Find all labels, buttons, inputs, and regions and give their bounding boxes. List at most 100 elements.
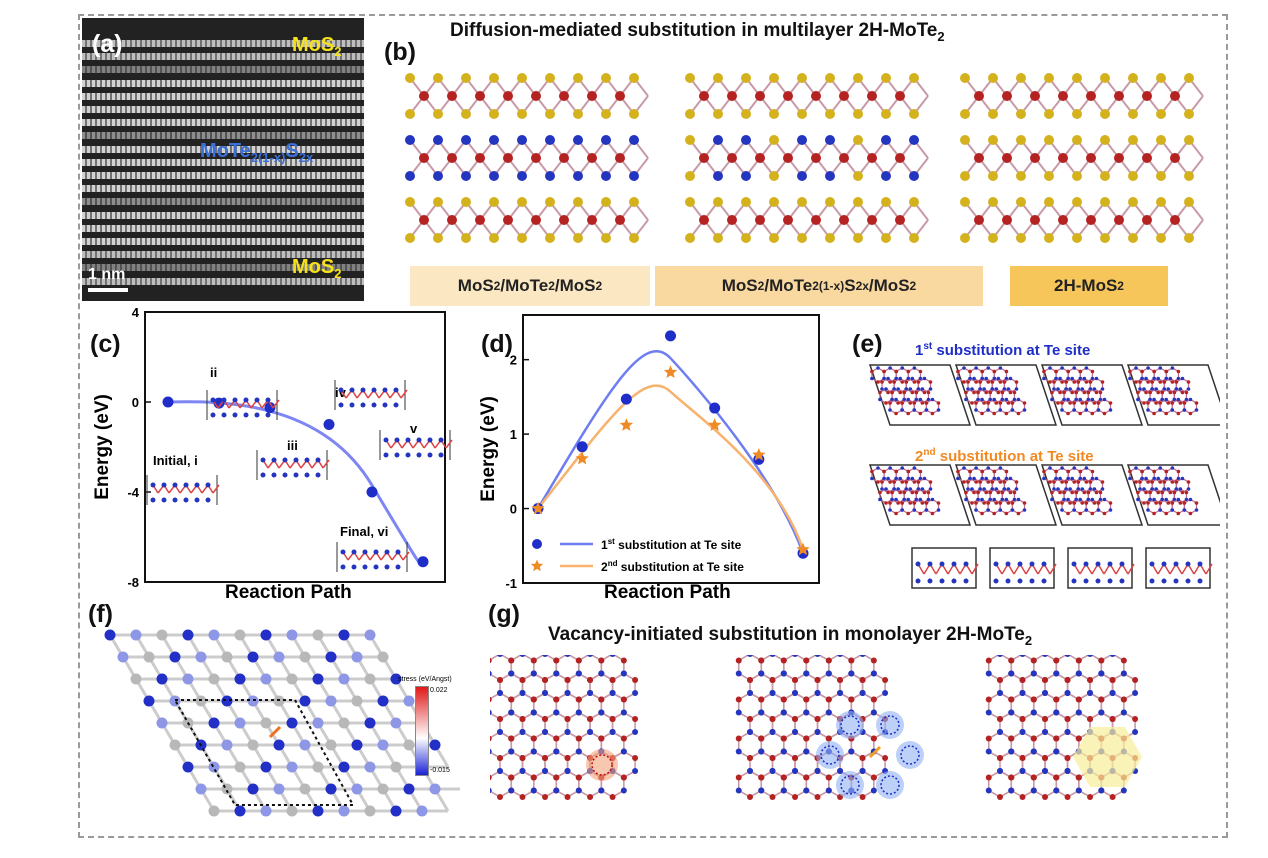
chalcogen-atom <box>713 233 723 243</box>
chalcogen-atom <box>713 135 723 145</box>
lattice-atom <box>1058 376 1062 381</box>
lattice-atom <box>1052 487 1056 491</box>
data-point <box>366 486 378 498</box>
stress-atom <box>325 783 337 795</box>
lattice-atom <box>1186 487 1191 491</box>
lattice-atom <box>1084 480 1089 484</box>
lattice-atom <box>1170 508 1175 512</box>
lattice-atom <box>1188 497 1193 502</box>
lattice-atom <box>1100 387 1105 391</box>
lattice-atom <box>1056 401 1060 405</box>
lattice-atom <box>1136 497 1140 502</box>
te-atom <box>1107 578 1113 584</box>
lattice-stripe <box>82 251 364 259</box>
lattice-atom <box>1164 376 1169 381</box>
chalcogen-atom <box>433 135 443 145</box>
lattice-atom <box>1162 387 1167 391</box>
lattice-atom <box>1070 476 1074 481</box>
diffusion-highlight <box>876 711 904 739</box>
lattice-atom <box>825 735 832 742</box>
chalcogen-atom <box>853 73 863 83</box>
te-atom <box>232 397 238 403</box>
vacancy-highlight <box>586 749 618 781</box>
lattice-atom <box>930 511 935 516</box>
chalcogen-atom <box>797 109 807 119</box>
lattice-atom <box>928 387 933 391</box>
lattice-atom <box>508 709 515 716</box>
lattice-atom <box>1178 487 1183 491</box>
lattice-atom <box>1070 376 1074 381</box>
lattice-atom <box>1088 487 1093 491</box>
diffusion-ring <box>900 745 920 765</box>
lattice-atom <box>896 387 900 391</box>
lattice-atom <box>998 408 1003 412</box>
lattice-atom <box>780 787 787 794</box>
lattice-atom <box>1042 677 1049 683</box>
lattice-atom <box>990 480 995 484</box>
lattice-atom <box>1010 408 1015 412</box>
lattice-atom <box>1008 390 1013 395</box>
stress-atom <box>143 695 155 707</box>
lattice-atom <box>976 390 980 395</box>
lattice-atom <box>1008 787 1015 794</box>
lattice-atom <box>1148 497 1152 502</box>
lattice-atom <box>1012 390 1017 395</box>
hex-ring <box>490 770 513 798</box>
lattice-atom <box>1176 411 1181 416</box>
stress-atom <box>364 805 376 817</box>
lattice-atom <box>972 390 976 395</box>
lattice-atom <box>620 787 627 794</box>
stress-atom <box>260 717 272 729</box>
lattice-atom <box>962 480 966 484</box>
mo-atom <box>531 153 541 163</box>
te-atom <box>265 412 271 418</box>
mo-atom <box>699 153 709 163</box>
lattice-atom <box>1050 490 1054 495</box>
lattice-atom <box>508 787 515 794</box>
data-point <box>323 419 335 430</box>
lattice-atom <box>519 716 526 722</box>
chalcogen-atom <box>713 197 723 207</box>
lattice-atom <box>870 735 877 742</box>
lattice-atom <box>888 508 892 512</box>
lattice-atom <box>519 729 526 735</box>
lattice-atom <box>1054 469 1058 474</box>
lattice-atom <box>553 735 560 742</box>
lattice-atom <box>978 487 982 491</box>
chalcogen-atom <box>545 73 555 83</box>
lattice-atom <box>1144 476 1148 481</box>
lattice-atom <box>1066 376 1070 381</box>
lattice-atom <box>906 369 911 374</box>
mo-atom <box>1142 153 1152 163</box>
lattice-atom <box>928 487 933 491</box>
lattice-atom <box>1160 490 1164 495</box>
lattice-atom <box>904 487 909 491</box>
te-atom <box>254 397 260 403</box>
lattice-atom <box>1004 369 1009 374</box>
lattice-atom <box>1170 366 1175 370</box>
lattice-atom <box>1090 369 1095 374</box>
vacancy-ring <box>591 754 613 776</box>
band-text-part: /MoS <box>868 276 910 295</box>
diffusion-highlight <box>876 771 904 799</box>
lattice-atom <box>1166 487 1171 491</box>
lattice-atom <box>1152 376 1156 381</box>
chalcogen-atom <box>489 73 499 83</box>
mo-atom <box>1114 153 1124 163</box>
supercell-frame <box>868 464 972 526</box>
lattice-atom <box>880 487 884 491</box>
monolayer-snapshots <box>490 655 1142 800</box>
mo-atom <box>1030 91 1040 101</box>
lattice-atom <box>620 696 627 703</box>
lattice-atom <box>968 476 972 481</box>
lattice-atom <box>906 376 911 381</box>
mo-atom <box>974 215 984 225</box>
te-atom <box>340 549 346 555</box>
lattice-atom <box>780 774 787 781</box>
chalcogen-atom <box>1072 171 1082 181</box>
lattice-atom <box>986 501 990 505</box>
chalcogen-atom <box>545 135 555 145</box>
mo-atom <box>783 91 793 101</box>
stress-atom <box>325 739 337 751</box>
lattice-atom <box>564 794 571 800</box>
